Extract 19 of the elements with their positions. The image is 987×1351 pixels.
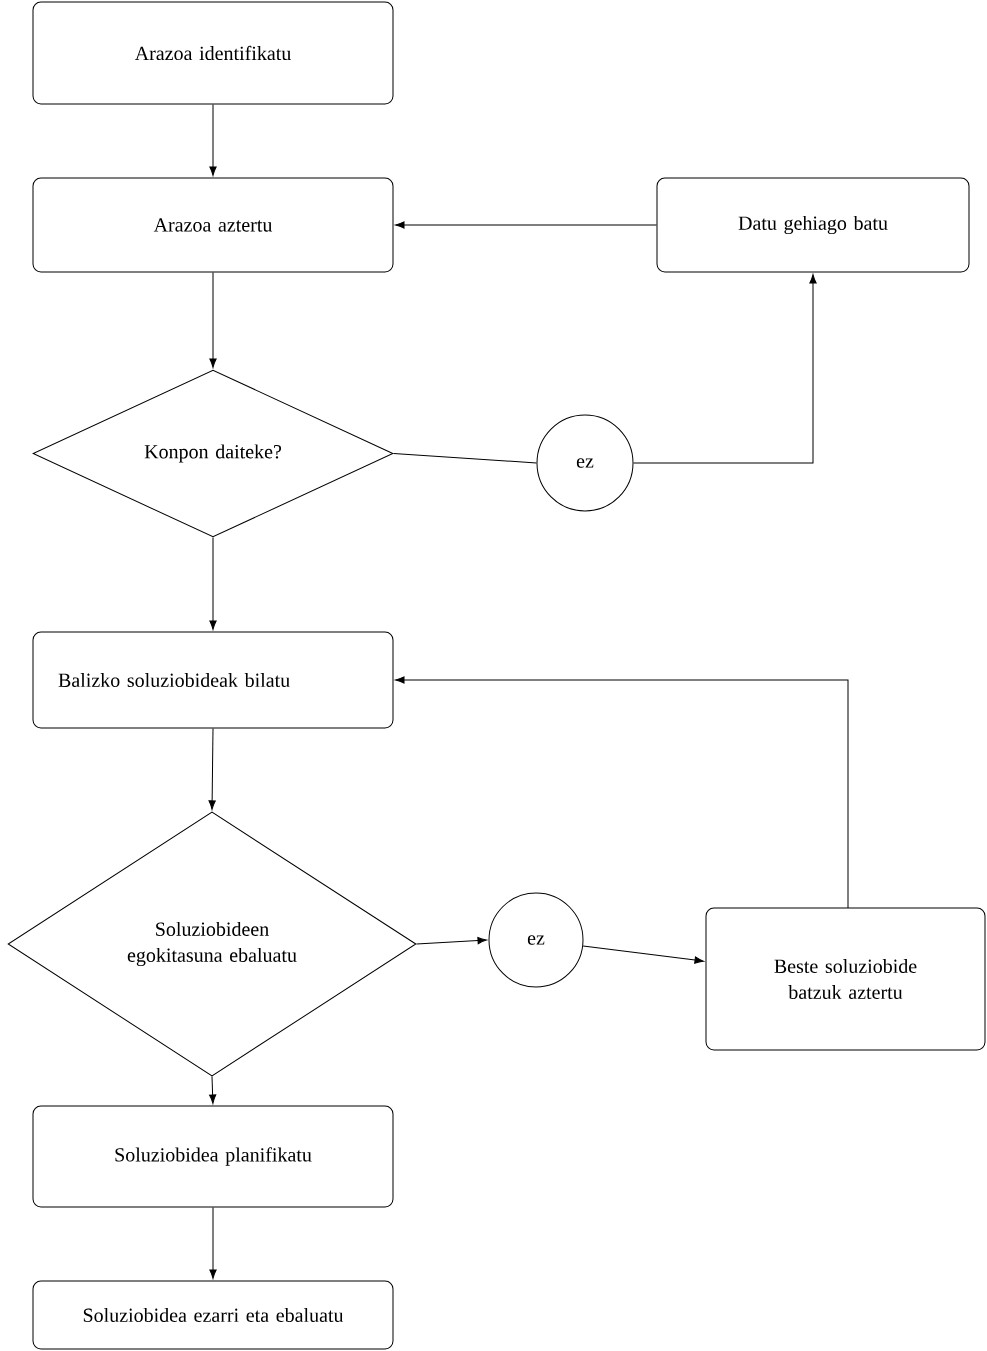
arrow bbox=[209, 1207, 217, 1279]
arrow bbox=[209, 272, 217, 368]
process-box: Soluziobidea planifikatu bbox=[32, 1105, 394, 1208]
arrow bbox=[209, 1076, 217, 1104]
arrow bbox=[395, 221, 657, 229]
arrow bbox=[582, 945, 704, 964]
process-box: Balizko soluziobideak bilatu bbox=[32, 631, 394, 729]
process-box: Arazoa aztertu bbox=[32, 177, 394, 273]
arrow bbox=[209, 537, 217, 630]
process-box: Beste soluziobide batzuk aztertu bbox=[705, 907, 986, 1051]
arrow bbox=[208, 728, 216, 810]
process-box: Arazoa identifikatu bbox=[32, 1, 394, 105]
process-box: Soluziobidea ezarri eta ebaluatu bbox=[32, 1280, 394, 1350]
connector-line bbox=[393, 453, 537, 464]
arrow bbox=[416, 936, 487, 945]
arrow bbox=[633, 274, 817, 464]
arrow bbox=[395, 676, 849, 909]
arrow bbox=[209, 104, 217, 176]
process-box: Datu gehiago batu bbox=[656, 177, 970, 273]
